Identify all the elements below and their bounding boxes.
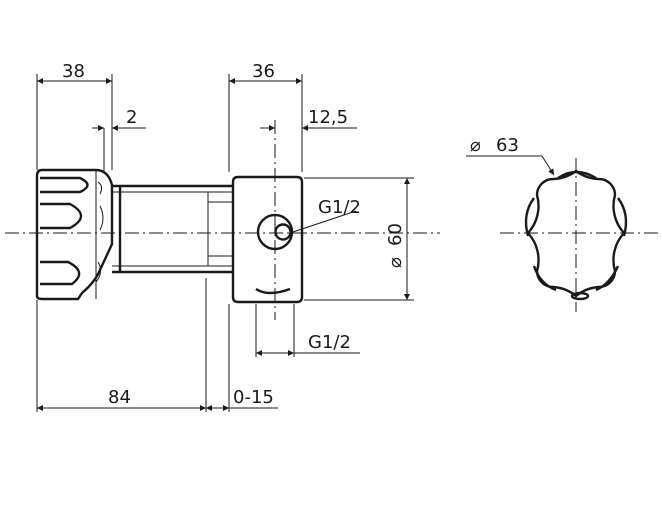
dim-12-5: 12,5: [260, 107, 357, 131]
dim-60-symbol: ⌀: [385, 257, 406, 268]
dim-63-label: 63: [496, 135, 519, 156]
dim-38-label: 38: [62, 61, 85, 82]
dim-diameter-60: ⌀ 60: [304, 177, 414, 301]
dim-63-symbol: ⌀: [470, 135, 481, 156]
front-view: ⌀ 63: [466, 135, 662, 312]
dim-thread-bottom: G1/2: [255, 304, 360, 357]
indicator-mark: [570, 291, 590, 301]
dim-38: 38: [36, 61, 113, 170]
dim-84-label: 84: [108, 387, 131, 408]
thread-leader-top: [289, 210, 357, 234]
dim-36: 36: [228, 61, 303, 172]
dim-12-5-label: 12,5: [308, 107, 348, 128]
side-view: G1/2 38 2 36 12,5: [5, 61, 440, 412]
dim-diameter-63: ⌀ 63: [466, 135, 555, 176]
valve-body: [231, 120, 304, 320]
dim-2-label: 2: [126, 107, 137, 128]
dim-36-label: 36: [252, 61, 275, 82]
knob-front-outline: [526, 169, 626, 298]
dim-0-15-label: 0-15: [233, 387, 274, 408]
dim-2: 2: [92, 107, 146, 172]
thread-label-bottom: G1/2: [308, 332, 351, 353]
shaft: [112, 184, 232, 274]
dim-60-label: 60: [385, 223, 406, 246]
thread-label-top: G1/2: [318, 197, 361, 218]
dim-84-and-0-15: 84 0-15: [36, 278, 278, 412]
handle-knob: [35, 168, 114, 301]
